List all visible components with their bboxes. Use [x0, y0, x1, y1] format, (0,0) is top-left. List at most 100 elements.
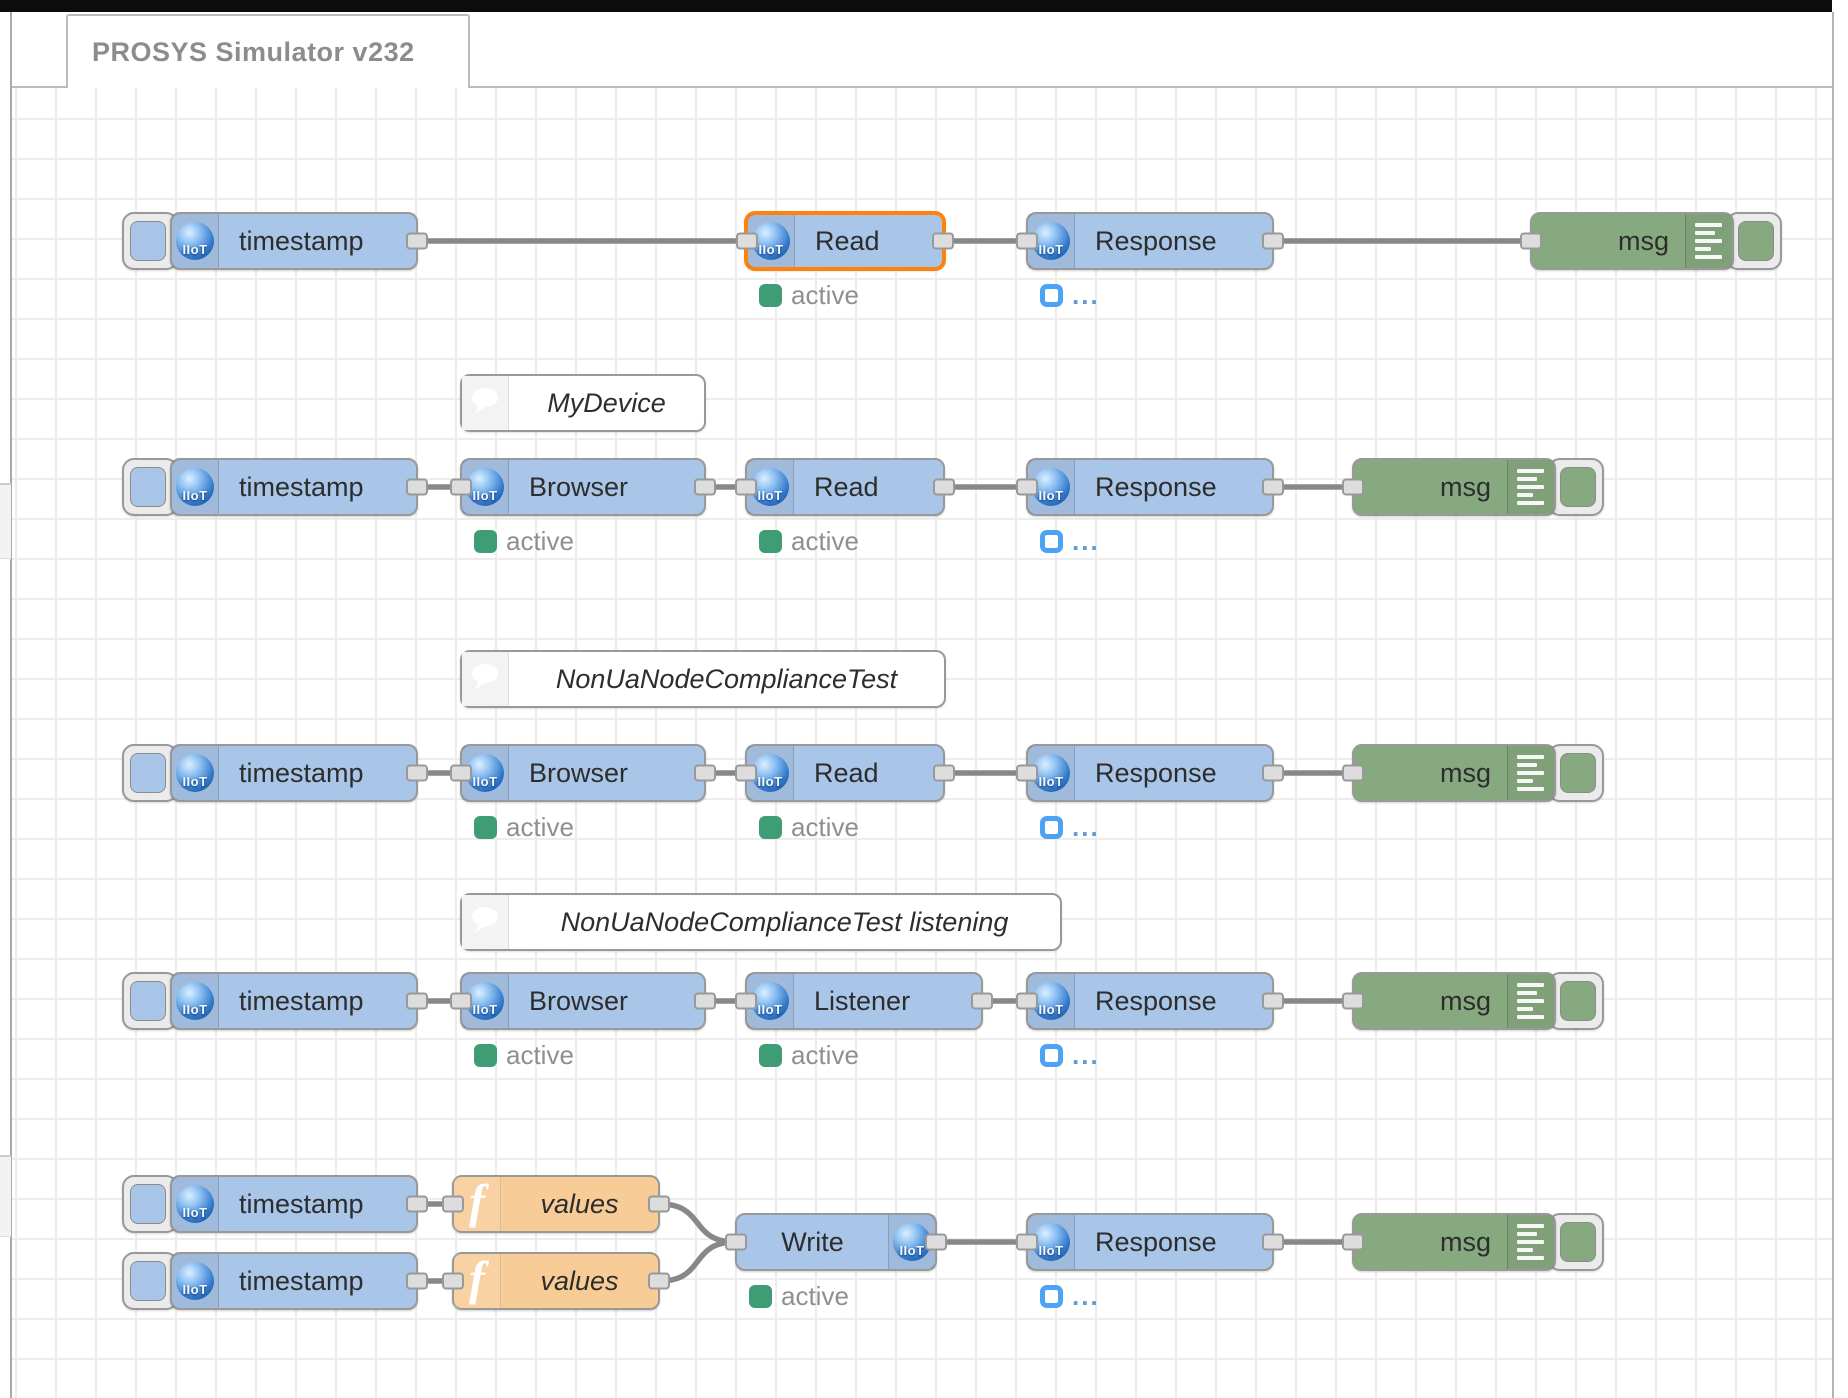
input-port[interactable] — [1342, 764, 1364, 782]
output-port[interactable] — [694, 764, 716, 782]
output-port[interactable] — [1262, 232, 1284, 250]
node-label: timestamp — [239, 757, 364, 788]
output-port[interactable] — [406, 1272, 428, 1290]
output-port[interactable] — [406, 1195, 428, 1213]
debug-toggle-button[interactable] — [1548, 744, 1604, 802]
output-port[interactable] — [694, 992, 716, 1010]
inject-button-face[interactable] — [130, 1261, 166, 1301]
output-port[interactable] — [932, 232, 954, 250]
inject-button[interactable] — [122, 744, 178, 802]
inject-button-face[interactable] — [130, 981, 166, 1021]
debug-node-msg[interactable]: msg — [1342, 744, 1556, 802]
flow-tab[interactable]: PROSYS Simulator v232 — [66, 14, 470, 88]
inject-button[interactable] — [122, 212, 178, 270]
output-port[interactable] — [406, 478, 428, 496]
output-port[interactable] — [406, 992, 428, 1010]
input-port[interactable] — [450, 478, 472, 496]
flow-canvas-grid[interactable] — [12, 88, 1832, 1398]
output-port[interactable] — [925, 1233, 947, 1251]
debug-node-msg[interactable]: msg — [1342, 1213, 1556, 1271]
output-port[interactable] — [648, 1272, 670, 1290]
debug-node-msg[interactable]: msg — [1342, 458, 1556, 516]
node-label: timestamp — [239, 225, 364, 256]
debug-toggle-face[interactable] — [1560, 981, 1596, 1021]
input-port[interactable] — [1016, 992, 1038, 1010]
debug-toggle-button[interactable] — [1726, 212, 1782, 270]
input-port[interactable] — [442, 1195, 464, 1213]
input-port[interactable] — [1342, 478, 1364, 496]
inject-button[interactable] — [122, 972, 178, 1030]
output-port[interactable] — [1262, 764, 1284, 782]
output-port[interactable] — [694, 478, 716, 496]
output-port[interactable] — [971, 992, 993, 1010]
input-port[interactable] — [735, 478, 757, 496]
input-port[interactable] — [725, 1233, 747, 1251]
output-port[interactable] — [1262, 1233, 1284, 1251]
input-port[interactable] — [1016, 1233, 1038, 1251]
inject-button-face[interactable] — [130, 1184, 166, 1224]
output-port[interactable] — [1262, 478, 1284, 496]
output-port[interactable] — [648, 1195, 670, 1213]
comment-node-mydevice[interactable]: MyDevice — [460, 374, 706, 432]
output-port[interactable] — [1262, 992, 1284, 1010]
input-port[interactable] — [736, 232, 758, 250]
debug-node-msg[interactable]: msg — [1520, 212, 1734, 270]
input-port[interactable] — [1016, 232, 1038, 250]
debug-toggle-button[interactable] — [1548, 458, 1604, 516]
debug-toggle-button[interactable] — [1548, 1213, 1604, 1271]
debug-toggle-button[interactable] — [1548, 972, 1604, 1030]
input-port[interactable] — [1016, 764, 1038, 782]
inject-button-face[interactable] — [130, 467, 166, 507]
debug-toggle-face[interactable] — [1560, 1222, 1596, 1262]
comment-node-nonuanodecompliancetest-listening[interactable]: NonUaNodeComplianceTest listening — [460, 893, 1062, 951]
debug-toggle-face[interactable] — [1560, 467, 1596, 507]
input-port[interactable] — [1342, 992, 1364, 1010]
comment-node-nonuanodecompliancetest[interactable]: NonUaNodeComplianceTest — [460, 650, 946, 708]
debug-node-msg[interactable]: msg — [1342, 972, 1556, 1030]
status-label: ... — [1072, 1040, 1100, 1070]
node-status-active: active — [759, 812, 859, 843]
node-label: timestamp — [239, 1265, 364, 1296]
inject-button[interactable] — [122, 1252, 178, 1310]
input-port[interactable] — [450, 992, 472, 1010]
inject-button-face[interactable] — [130, 221, 166, 261]
input-port[interactable] — [735, 992, 757, 1010]
input-port[interactable] — [1342, 1233, 1364, 1251]
output-port[interactable] — [406, 232, 428, 250]
inject-button-face[interactable] — [130, 753, 166, 793]
input-port[interactable] — [1520, 232, 1542, 250]
debug-toggle-face[interactable] — [1560, 753, 1596, 793]
input-port[interactable] — [442, 1272, 464, 1290]
debug-toggle-face[interactable] — [1738, 221, 1774, 261]
output-port[interactable] — [933, 478, 955, 496]
debug-lines-icon — [1685, 214, 1732, 268]
input-port[interactable] — [1016, 478, 1038, 496]
input-port[interactable] — [735, 764, 757, 782]
output-port[interactable] — [406, 764, 428, 782]
input-port[interactable] — [450, 764, 472, 782]
output-port[interactable] — [933, 764, 955, 782]
inject-button[interactable] — [122, 458, 178, 516]
status-label: active — [506, 526, 574, 556]
